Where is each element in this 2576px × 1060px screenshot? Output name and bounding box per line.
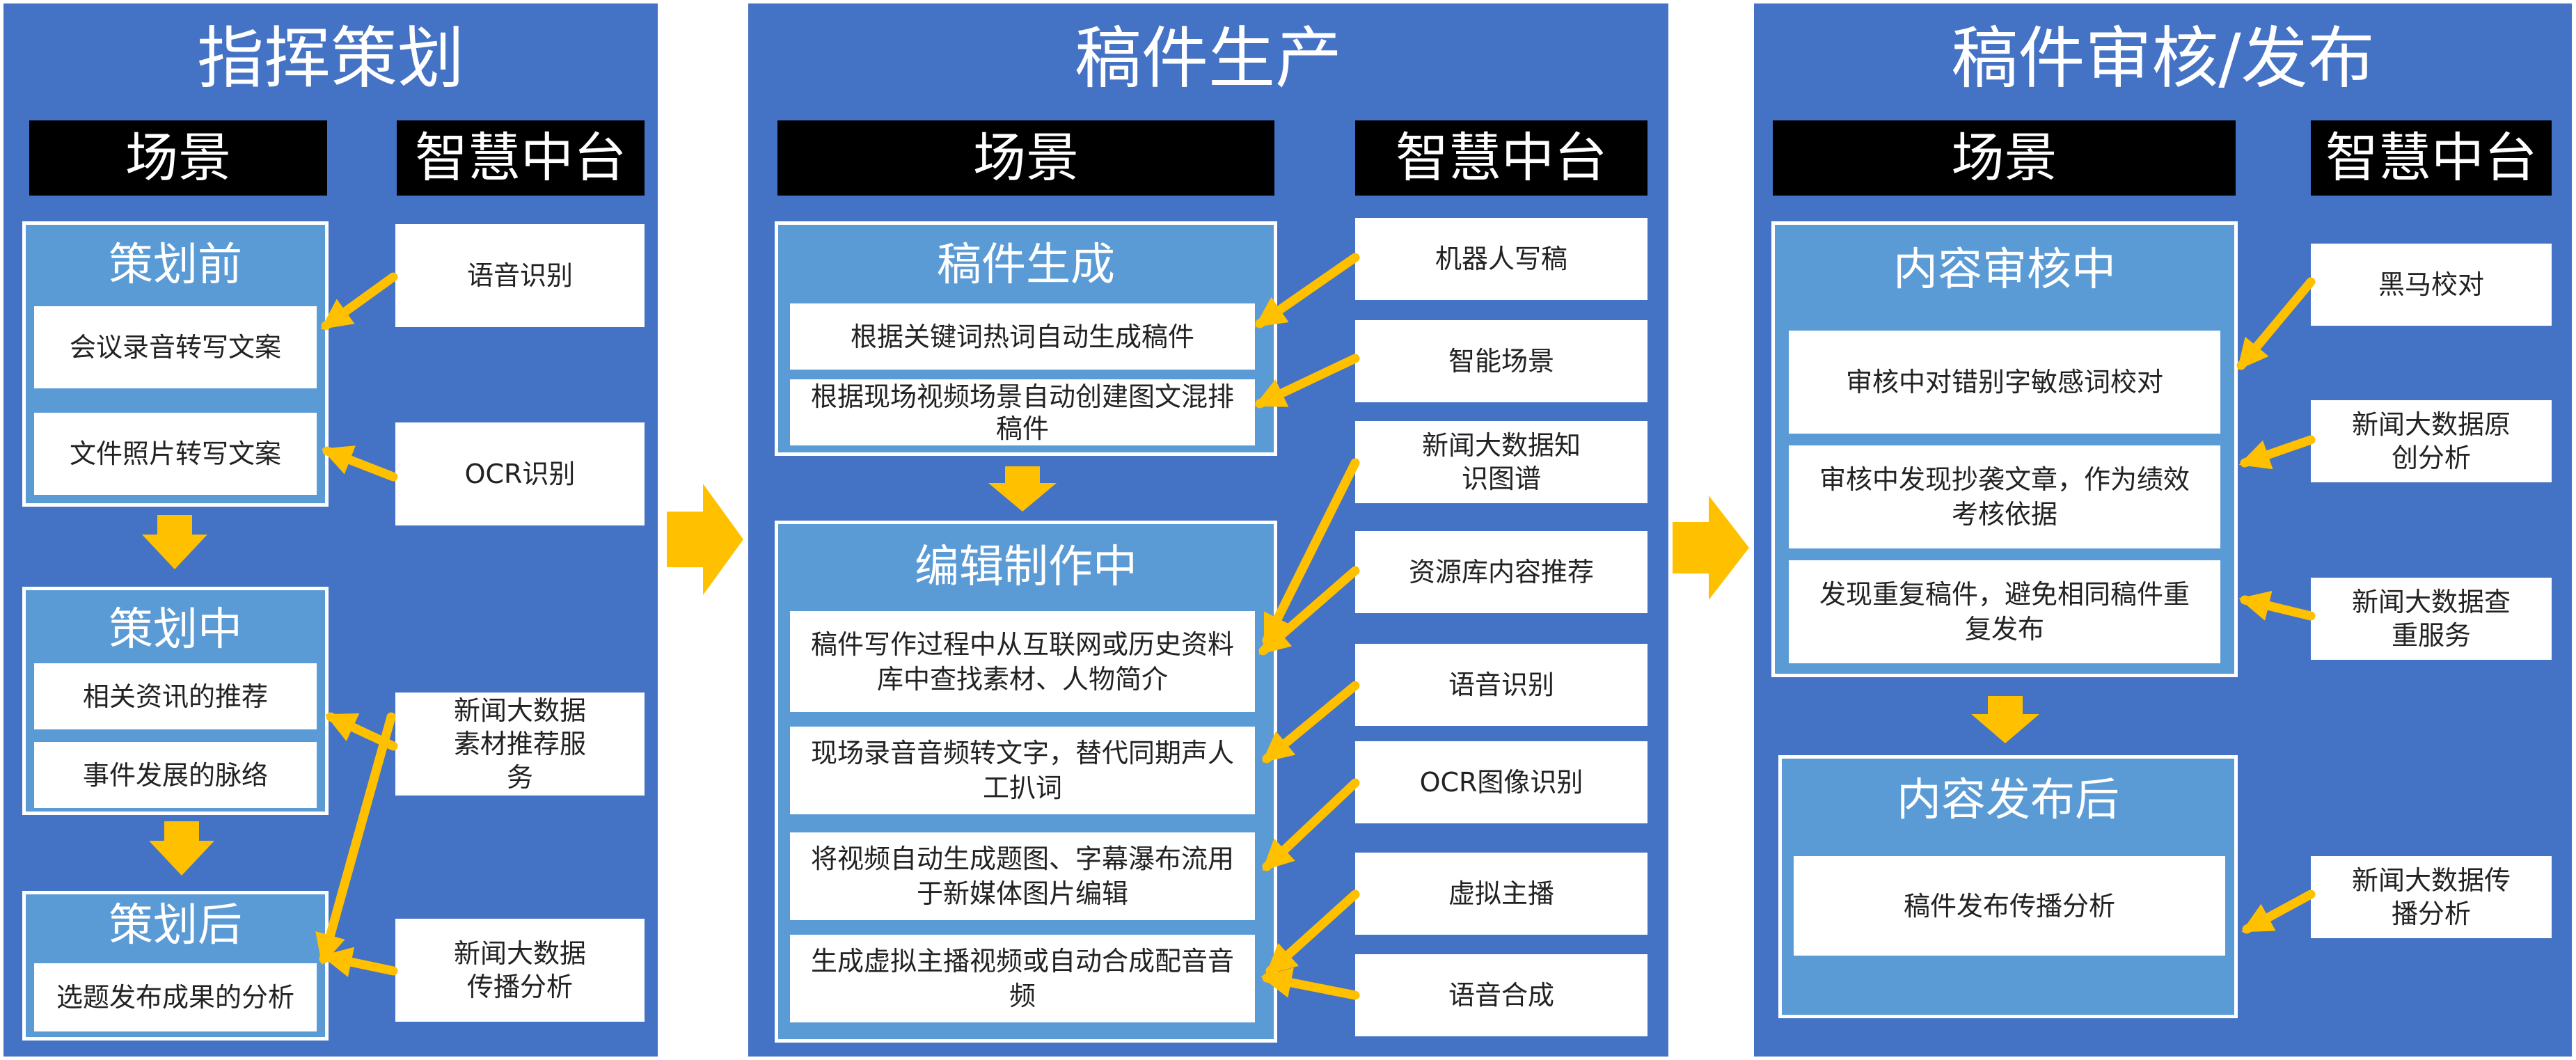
scene-item: 将视频自动生成题图、字幕瀑布流用于新媒体图片编辑: [790, 832, 1255, 920]
connector-arrow: [320, 272, 398, 331]
scene-item: 生成虚拟主播视频或自动合成配音音频: [790, 935, 1255, 1022]
platform-item: 黑马校对: [2311, 244, 2552, 326]
scene-header: 场景: [777, 120, 1274, 196]
platform-item: 智能场景: [1355, 320, 1647, 402]
platform-item: 新闻大数据传播分析: [395, 919, 645, 1022]
scene-header: 场景: [1773, 120, 2236, 196]
connector-arrow: [1262, 681, 1360, 764]
group-title: 稿件生成: [937, 239, 1115, 291]
connector-arrow: [1262, 458, 1360, 646]
flow-arrow-right-icon: [667, 484, 743, 595]
platform-header: 智慧中台: [2311, 120, 2552, 196]
scene-item: 根据关键词热词自动生成稿件: [790, 303, 1255, 370]
down-arrow-icon: [1971, 696, 2039, 743]
group-title: 内容发布后: [1897, 775, 2119, 826]
down-arrow-icon: [988, 466, 1057, 512]
group-reviewing: 内容审核中 审核中对错别字敏感词校对 审核中发现抄袭文章，作为绩效考核依据 发现…: [1771, 221, 2238, 677]
scene-header: 场景: [29, 120, 327, 196]
platform-item: 语音识别: [1355, 644, 1647, 726]
scene-item: 选题发布成果的分析: [34, 963, 317, 1031]
connector-arrow: [2241, 889, 2316, 934]
connector-arrow: [2238, 435, 2316, 470]
scene-item: 审核中发现抄袭文章，作为绩效考核依据: [1789, 445, 2220, 548]
scene-item: 会议录音转写文案: [34, 306, 317, 388]
scene-item: 审核中对错别字敏感词校对: [1789, 331, 2220, 434]
connector-arrow: [315, 712, 396, 965]
column-title: 稿件审核/发布: [1951, 19, 2375, 97]
column-title: 稿件生产: [1075, 19, 1342, 97]
group-title: 内容审核中: [1893, 244, 2116, 296]
platform-item: 虚拟主播: [1355, 853, 1647, 935]
platform-header: 智慧中台: [1355, 120, 1647, 196]
platform-item: 新闻大数据素材推荐服务: [395, 693, 645, 796]
scene-item: 稿件发布传播分析: [1794, 856, 2225, 956]
scene-item: 相关资讯的推荐: [34, 663, 317, 729]
connector-arrow: [2236, 277, 2316, 370]
scene-item: 发现重复稿件，避免相同稿件重复发布: [1789, 560, 2220, 663]
down-arrow-icon: [142, 515, 207, 569]
platform-item: 新闻大数据原创分析: [2311, 400, 2552, 482]
scene-item: 事件发展的脉络: [34, 742, 317, 808]
platform-item: 语音合成: [1355, 954, 1647, 1036]
down-arrow-icon: [149, 821, 214, 876]
connector-arrow: [321, 947, 398, 977]
flow-arrow-right-icon: [1673, 496, 1749, 600]
column-planning: 指挥策划 场景 智慧中台 策划前 会议录音转写文案 文件照片转写文案 策划中 相…: [3, 3, 658, 1057]
platform-item: 新闻大数据知识图谱: [1355, 421, 1647, 503]
connector-arrow: [1254, 253, 1360, 329]
platform-item: 资源库内容推荐: [1355, 531, 1647, 613]
group-title: 策划前: [109, 239, 242, 291]
group-pre-planning: 策划前 会议录音转写文案 文件照片转写文案: [22, 221, 329, 507]
connector-arrow: [321, 445, 398, 482]
group-post-publish: 内容发布后 稿件发布传播分析: [1778, 755, 2238, 1018]
scene-item: 现场录音音频转文字，替代同期声人工扒词: [790, 727, 1255, 814]
scene-item: 根据现场视频场景自动创建图文混排稿件: [790, 379, 1255, 445]
column-production: 稿件生产 场景 智慧中台 稿件生成 根据关键词热词自动生成稿件 根据现场视频场景…: [748, 3, 1668, 1057]
platform-item: 机器人写稿: [1355, 218, 1647, 300]
platform-item: 语音识别: [395, 224, 645, 327]
group-editing: 编辑制作中 稿件写作过程中从互联网或历史资料库中查找素材、人物简介 现场录音音频…: [775, 521, 1277, 1043]
platform-item: 新闻大数据查重服务: [2311, 578, 2552, 660]
platform-item: OCR识别: [395, 422, 645, 525]
connector-arrow: [1261, 967, 1360, 1000]
connector-arrow: [1258, 566, 1360, 656]
column-title: 指挥策划: [197, 19, 464, 97]
platform-item: OCR图像识别: [1355, 741, 1647, 823]
column-review-publish: 稿件审核/发布 场景 智慧中台 内容审核中 审核中对错别字敏感词校对 审核中发现…: [1754, 3, 2572, 1057]
connector-arrow: [1265, 889, 1360, 976]
group-mid-planning: 策划中 相关资讯的推荐 事件发展的脉络: [22, 587, 329, 815]
connector-arrow: [1254, 354, 1360, 409]
connector-arrow: [1262, 778, 1360, 871]
scene-item: 稿件写作过程中从互联网或历史资料库中查找素材、人物简介: [790, 611, 1255, 712]
group-title: 策划后: [109, 900, 242, 951]
platform-item: 新闻大数据传播分析: [2311, 856, 2552, 938]
platform-header: 智慧中台: [397, 120, 645, 196]
connector-arrow: [2238, 590, 2316, 621]
scene-item: 文件照片转写文案: [34, 413, 317, 495]
group-draft-generation: 稿件生成 根据关键词热词自动生成稿件 根据现场视频场景自动创建图文混排稿件: [775, 221, 1277, 456]
group-title: 编辑制作中: [915, 541, 1137, 593]
group-title: 策划中: [109, 604, 242, 656]
